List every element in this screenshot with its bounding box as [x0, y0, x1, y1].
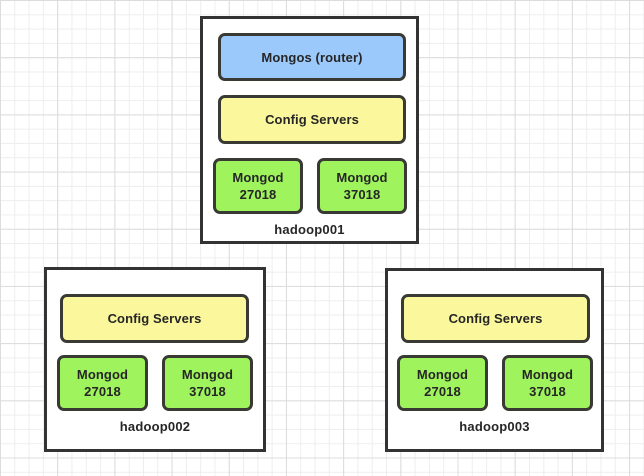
node-mongod-27018-hadoop001[interactable]: Mongod 27018 [213, 158, 303, 214]
host-box-hadoop001[interactable]: Mongos (router) Config Servers Mongod 27… [200, 16, 419, 244]
host-box-hadoop002[interactable]: Config Servers Mongod 27018 Mongod 37018… [44, 267, 266, 452]
host-label-hadoop001: hadoop001 [274, 222, 345, 237]
node-mongod-27018-hadoop002[interactable]: Mongod 27018 [57, 355, 148, 411]
host-label-hadoop002: hadoop002 [119, 419, 191, 434]
host-box-hadoop003[interactable]: Config Servers Mongod 27018 Mongod 37018… [385, 268, 604, 452]
node-mongod-27018-hadoop003[interactable]: Mongod 27018 [397, 355, 488, 411]
node-config-servers-hadoop002[interactable]: Config Servers [60, 294, 249, 343]
node-config-servers-hadoop003[interactable]: Config Servers [401, 294, 590, 343]
node-mongos-router-hadoop001[interactable]: Mongos (router) [218, 33, 406, 81]
host-label-hadoop003: hadoop003 [459, 419, 530, 434]
node-mongod-37018-hadoop001[interactable]: Mongod 37018 [317, 158, 407, 214]
node-mongod-37018-hadoop003[interactable]: Mongod 37018 [502, 355, 593, 411]
node-config-servers-hadoop001[interactable]: Config Servers [218, 95, 406, 144]
node-mongod-37018-hadoop002[interactable]: Mongod 37018 [162, 355, 253, 411]
